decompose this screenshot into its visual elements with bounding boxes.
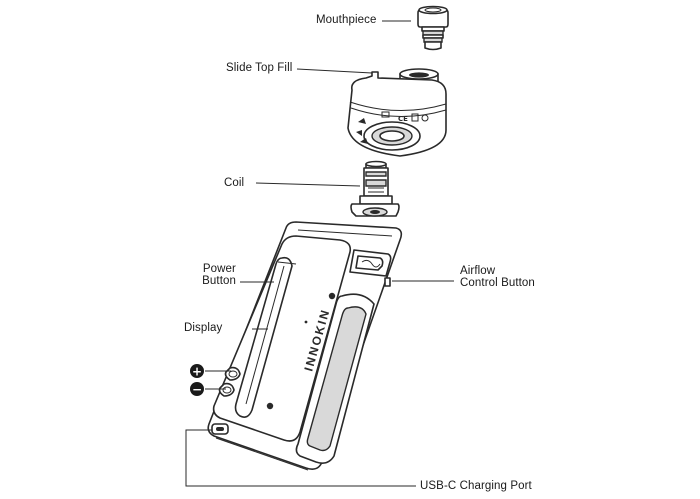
airflow-control-label-line2: Control Button [460, 277, 535, 289]
mouthpiece-part [417, 5, 449, 51]
display-label: Display [184, 322, 223, 334]
power-button-label-line2: Button [202, 275, 236, 287]
slide-top-fill-label: Slide Top Fill [226, 62, 293, 74]
plus-button-icon: + [190, 364, 204, 379]
power-button-label-line1: Power [202, 263, 236, 275]
device-body [207, 221, 403, 471]
svg-text:+: + [192, 365, 202, 379]
power-button-label: Power Button [190, 263, 236, 287]
slide-top-fill-part: CE [347, 68, 447, 157]
minus-button-icon: − [190, 382, 204, 397]
mouthpiece-label: Mouthpiece [316, 14, 377, 26]
airflow-control-label: Airflow Control Button [460, 265, 535, 289]
usb-c-leader [185, 429, 416, 487]
coil-leader [255, 182, 361, 187]
coil-part [350, 160, 400, 217]
airflow-control-label-line1: Airflow [460, 265, 496, 277]
leader-lines [185, 20, 454, 487]
svg-text:−: − [192, 383, 202, 397]
svg-text:CE: CE [398, 115, 408, 123]
coil-label: Coil [224, 177, 245, 189]
slide-top-fill-leader [296, 68, 373, 74]
usb-c-charging-port-label: USB-C Charging Port [420, 480, 532, 492]
